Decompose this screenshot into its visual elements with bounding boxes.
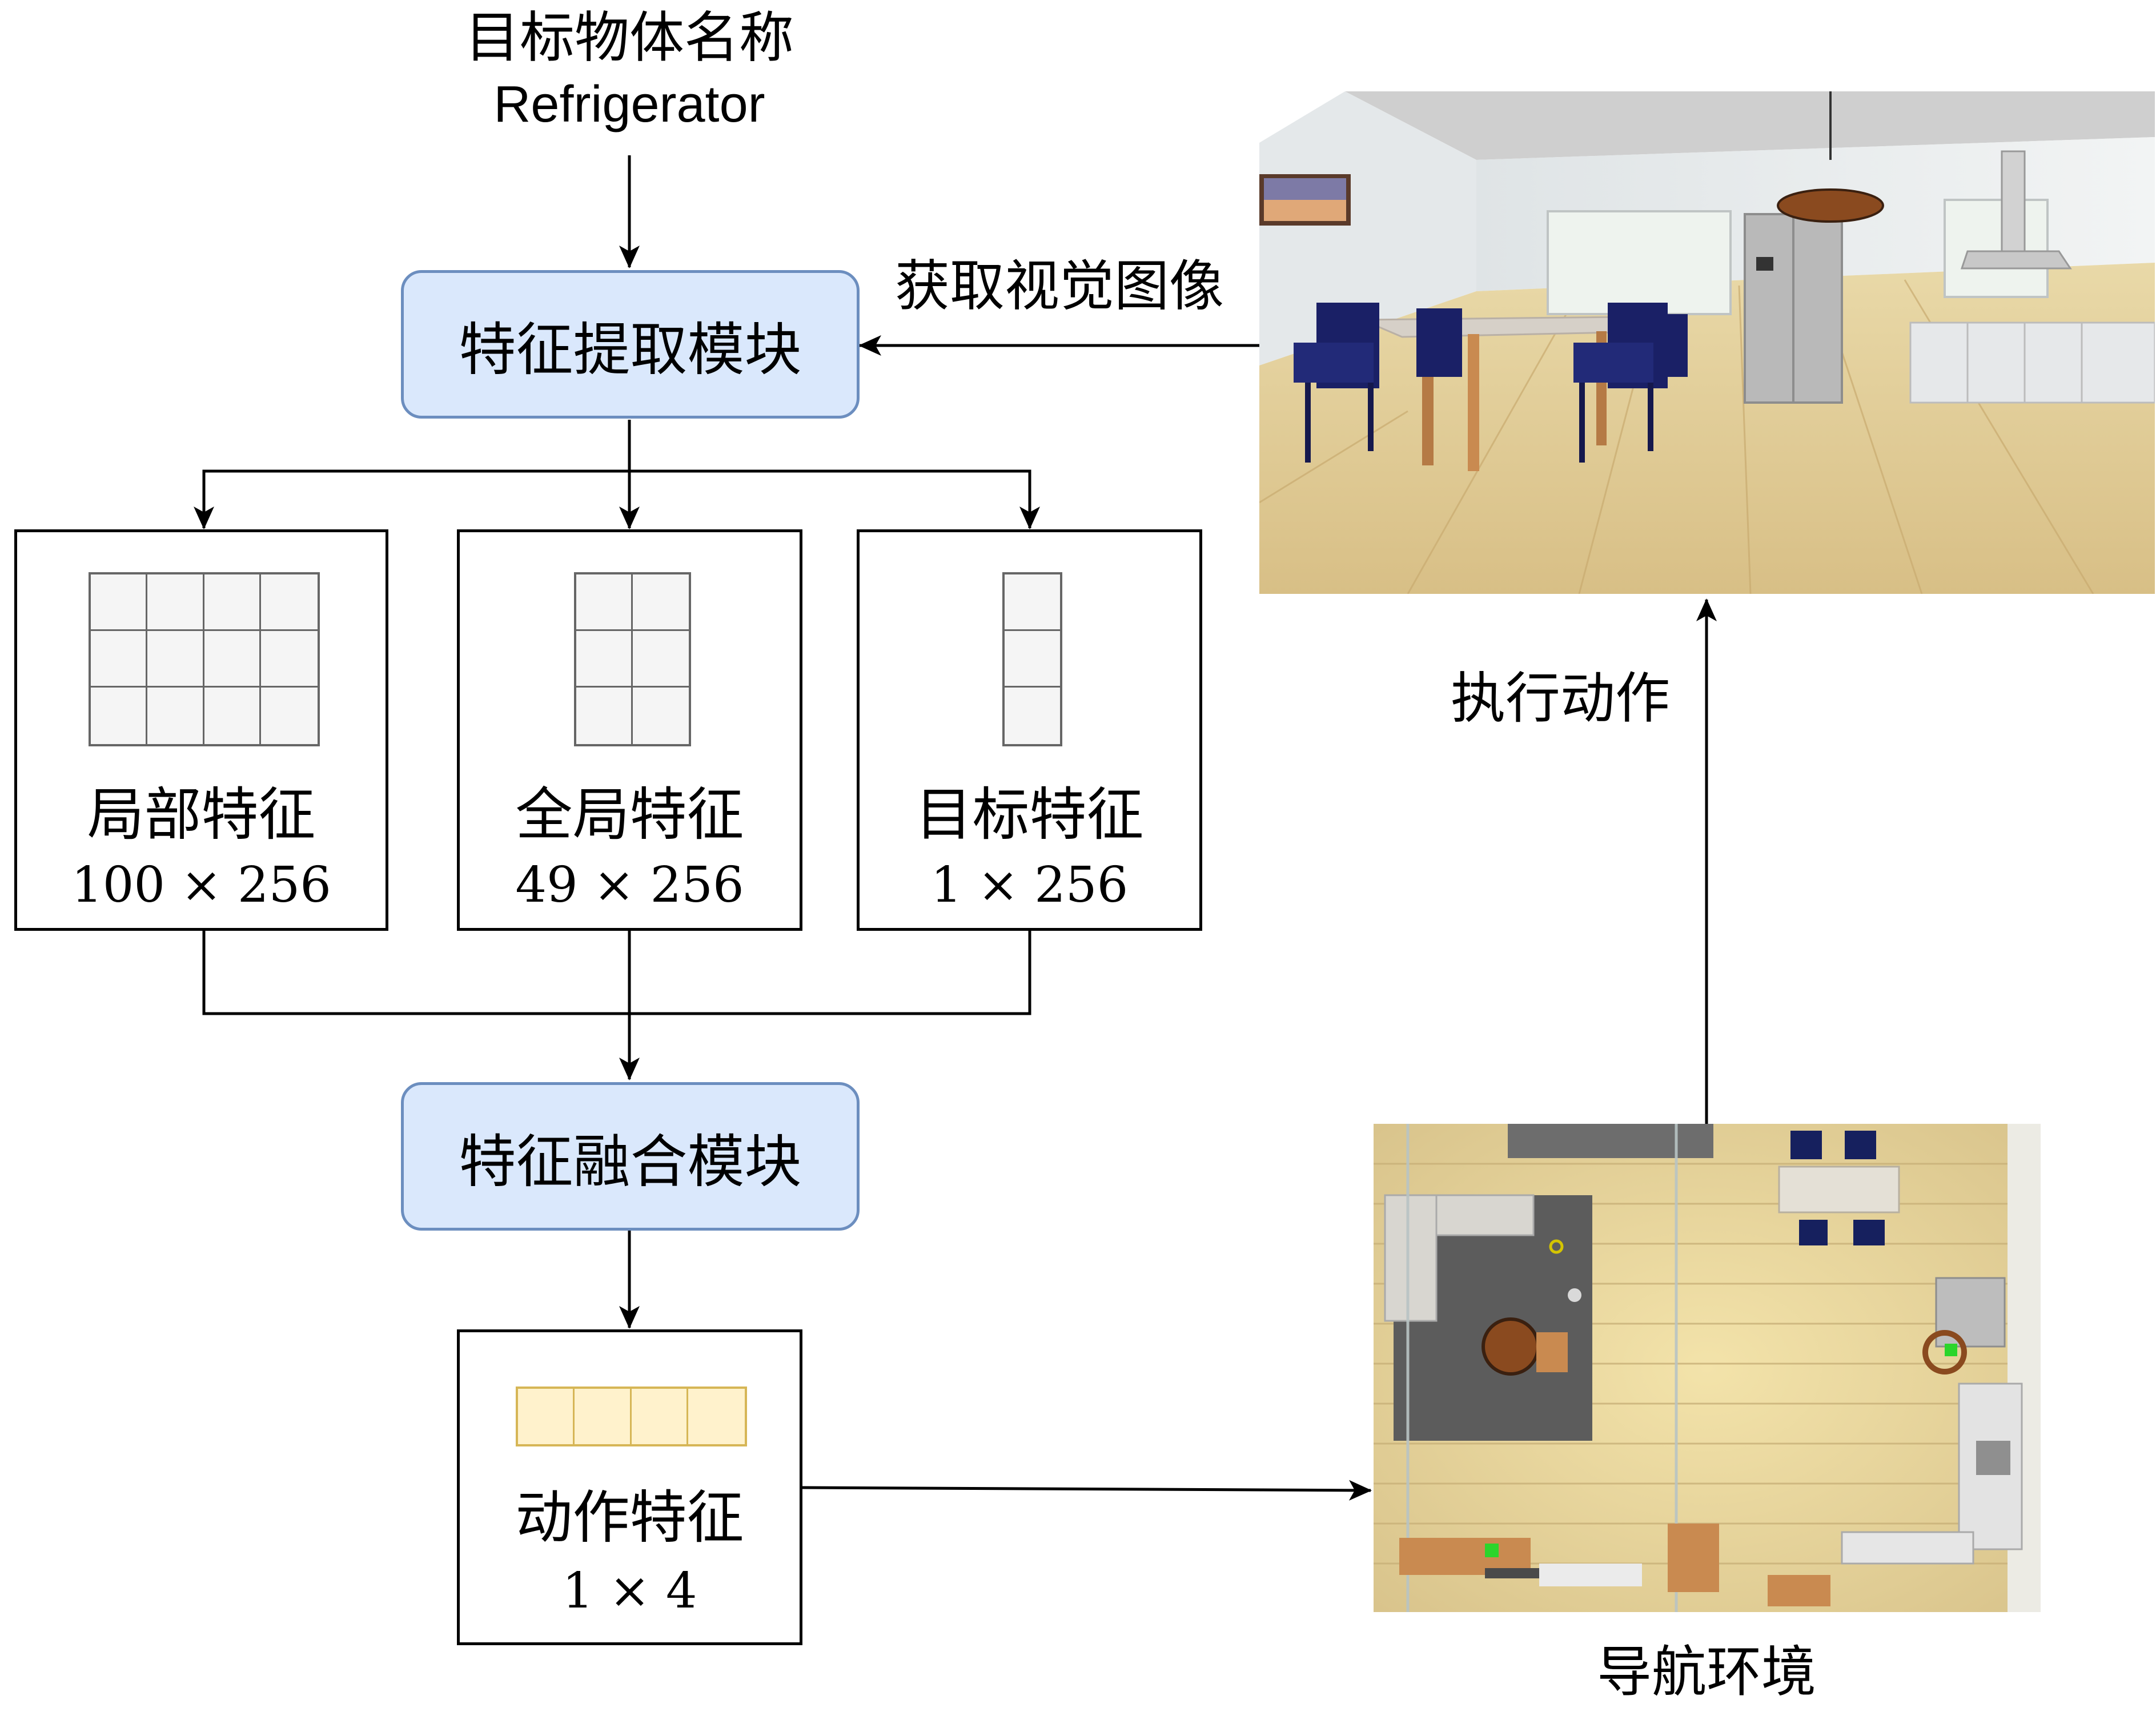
action-feature-grid bbox=[516, 1387, 747, 1446]
feature-extraction-module: 特征提取模块 bbox=[401, 270, 860, 419]
feature-fusion-module: 特征融合模块 bbox=[401, 1082, 860, 1231]
feature-extraction-label: 特征提取模块 bbox=[459, 316, 802, 383]
target-feature-grid bbox=[1002, 572, 1062, 746]
execute-action-label: 执行动作 bbox=[1451, 666, 1670, 730]
action-feature-label: 动作特征 bbox=[515, 1484, 744, 1551]
egocentric-view-image bbox=[1259, 91, 2155, 594]
environment-caption: 导航环境 bbox=[1597, 1640, 1816, 1704]
target-object-name: Refrigerator bbox=[493, 76, 765, 133]
global-feature-box: 全局特征 49 × 256 bbox=[457, 529, 802, 931]
target-object-title: 目标物体名称 bbox=[465, 6, 794, 70]
feature-fusion-label: 特征融合模块 bbox=[459, 1128, 802, 1195]
target-feature-dims: 1 × 256 bbox=[930, 857, 1129, 914]
global-feature-label: 全局特征 bbox=[515, 781, 744, 848]
arrow-split-left bbox=[194, 469, 629, 529]
local-feature-dims: 100 × 256 bbox=[71, 857, 332, 914]
local-feature-box: 局部特征 100 × 256 bbox=[14, 529, 388, 931]
navigation-environment-render bbox=[1374, 1124, 2041, 1612]
action-feature-dims: 1 × 4 bbox=[562, 1562, 697, 1619]
visual-input-label: 获取视觉图像 bbox=[895, 254, 1224, 318]
target-feature-label: 目标特征 bbox=[915, 781, 1144, 848]
global-feature-dims: 49 × 256 bbox=[515, 857, 744, 914]
global-feature-grid bbox=[574, 572, 691, 746]
arrow-split-right bbox=[629, 469, 1040, 529]
local-feature-grid bbox=[89, 572, 320, 746]
local-feature-label: 局部特征 bbox=[87, 781, 316, 848]
navigation-environment-map bbox=[1374, 1124, 2041, 1612]
target-feature-box: 目标特征 1 × 256 bbox=[857, 529, 1202, 931]
egocentric-view-render bbox=[1259, 91, 2155, 594]
action-feature-box: 动作特征 1 × 4 bbox=[457, 1329, 802, 1645]
arrow-action-to-env bbox=[802, 1480, 1372, 1501]
line-merge-features bbox=[202, 931, 1031, 1015]
